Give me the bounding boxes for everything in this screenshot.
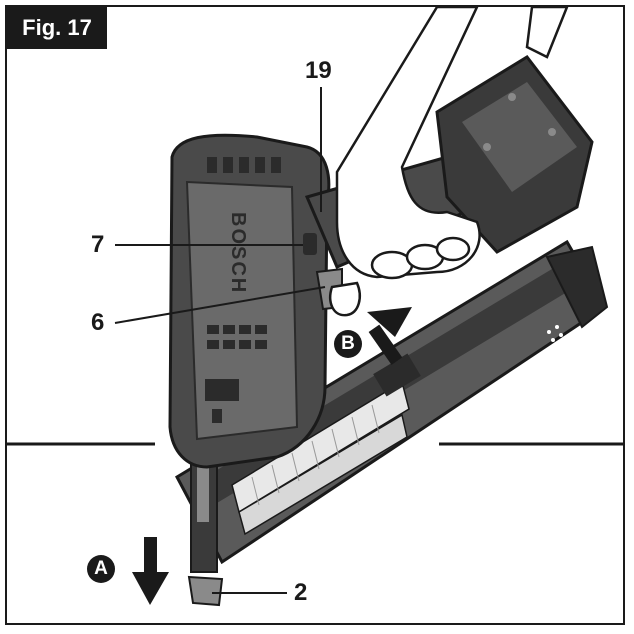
button-7 [303, 233, 317, 255]
nose-piece [187, 451, 224, 607]
figure-frame: Fig. 17 [5, 5, 625, 625]
figure-label: Fig. 17 [7, 7, 107, 49]
tool-body [168, 133, 331, 469]
arrow-down-a [132, 537, 169, 605]
battery-pack [435, 55, 594, 254]
step-badge-b: B [334, 330, 362, 358]
hand [329, 7, 569, 317]
callout-19: 19 [305, 57, 332, 84]
callout-6: 6 [91, 309, 105, 336]
callout-2: 2 [294, 579, 308, 606]
arrow-up-b [367, 307, 412, 365]
leader-6 [114, 286, 326, 324]
brand-text: BOSCH [227, 212, 249, 294]
callout-7: 7 [91, 231, 105, 258]
step-badge-a: A [87, 555, 115, 583]
nailer-illustration: BOSCH [7, 7, 623, 607]
